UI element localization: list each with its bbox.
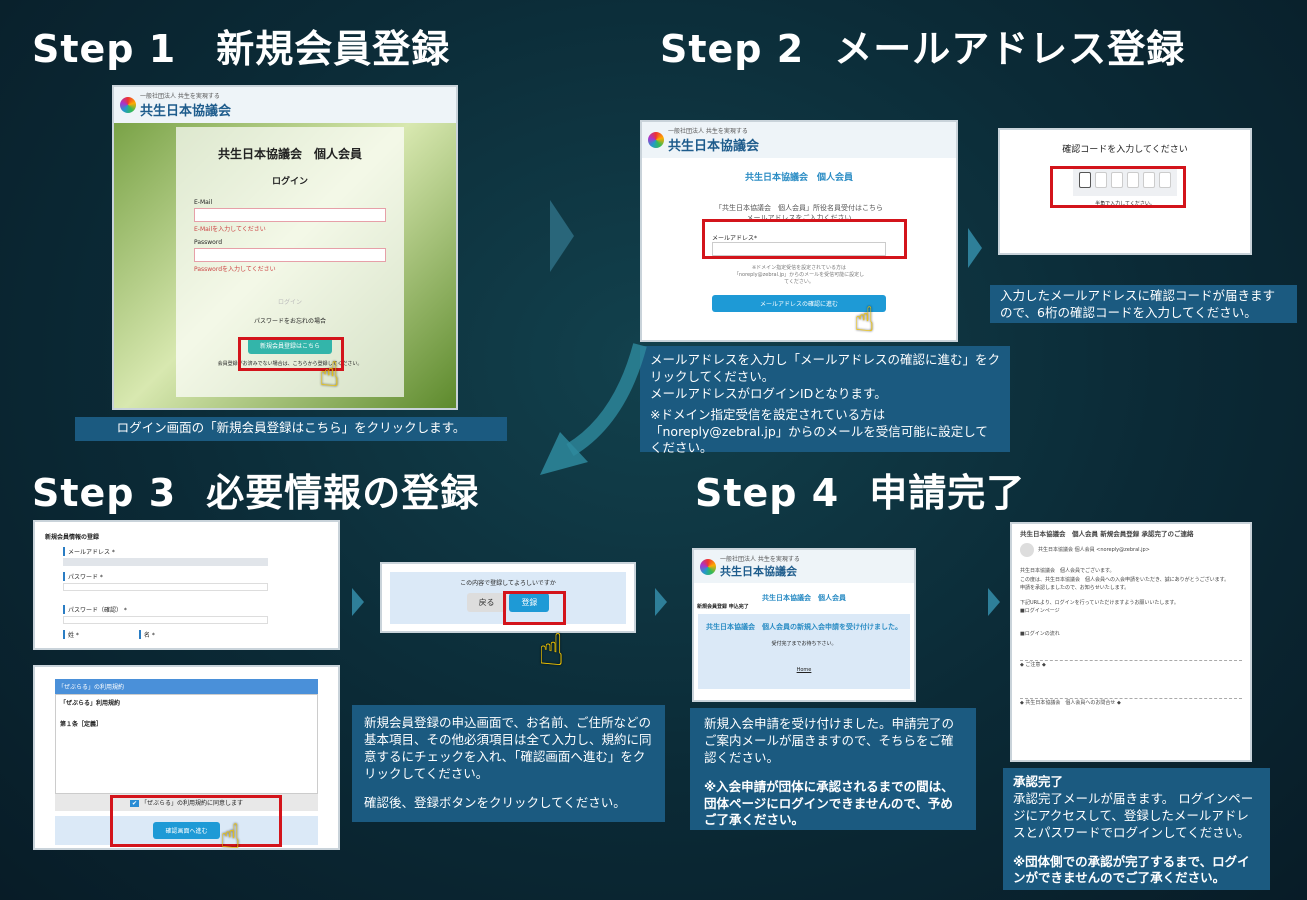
brand-logo: 一般社団法人 共生を実現する共生日本協議会 [642,122,956,158]
checkbox-checked-icon: ✔ [130,800,140,807]
mail-line: ◆ 共生日本協議会 個人会員へのお問合せ ◆ [1020,697,1242,708]
brand-logo: 一般社団法人 共生を実現する共生日本協議会 [694,550,914,583]
password-error: Passwordを入力してください [194,266,276,273]
login-heading: ログイン [271,177,308,187]
step4b-caption: 承認完了 承認完了メールが届きます。 ログインページにアクセスして、登録したメー… [1003,768,1270,890]
email-label: E-Mail [194,199,213,206]
registration-form-screenshot: 新規会員情報の登録 メールアドレス * パスワード * パスワード（確認） * … [33,520,340,650]
last-name-label: 姓 * [63,630,79,639]
completion-sub: 受付完了までお待ち下さい。 [771,641,837,647]
terms-screenshot: 「ぜぶらる」の利用規約 「ぜぶらる」利用規約 第１条［定義］ ✔ 「ぜぶらる」の… [33,665,340,850]
step2b-caption: 入力したメールアドレスに確認コードが届きますので、6桁の確認コードを入力してくだ… [990,285,1297,323]
otp-screenshot: 確認コードを入力してください 半角で入力してください。 [998,128,1252,255]
email-label: メールアドレス* [712,235,758,242]
field-label: パスワード（確認） * [63,605,328,614]
site-title: 共生日本協議会 個人会員 [217,147,362,161]
mail-line: ◆ ご注意 ◆ [1020,660,1242,670]
mail-subject: 共生日本協議会 個人会員 新規会員登録 承認完了のご連絡 [1020,530,1194,538]
login-panel: 共生日本協議会 個人会員 ログイン E-Mail E-Mailを入力してください… [176,127,404,397]
step2-caption: メールアドレスを入力し「メールアドレスの確認に進む」をクリックしてください。メー… [640,346,1010,455]
brand-logo: 一般社団法人 共生を実現する共生日本協議会 [114,87,456,123]
arrow-right-icon [352,588,364,616]
otp-hint: 半角で入力してください。 [1095,201,1155,207]
back-button[interactable]: 戻る [466,593,507,612]
confirm-question: この内容で登録してよろしいですか [460,580,556,587]
email-error: E-Mailを入力してください [194,226,266,233]
pointer-hand-icon: ☝ [319,355,340,395]
login-button[interactable]: ログイン [277,299,302,306]
email-input[interactable] [712,242,886,256]
arrow-right-icon [655,588,667,616]
mail-line: ■ログインページ [1020,608,1060,615]
home-link[interactable]: Home [796,667,812,673]
login-screenshot: 一般社団法人 共生を実現する共生日本協議会 共生日本協議会 個人会員 ログイン … [112,85,458,410]
step3-caption: 新規会員登録の申込画面で、お名前、ご住所などの基本項目、その他必須項目は全て入力… [352,705,665,822]
completion-screenshot: 一般社団法人 共生を実現する共生日本協議会 共生日本協議会 個人会員 新規会員登… [692,548,916,702]
terms-header: 「ぜぶらる」の利用規約 [55,679,318,694]
email-entry-screenshot: 一般社団法人 共生を実現する共生日本協議会 共生日本協議会 個人会員 「共生日本… [640,120,958,342]
mail-line: ■ログインの流れ [1020,630,1060,637]
password-field[interactable] [63,583,268,591]
password-confirm-field[interactable] [63,616,268,624]
site-title: 共生日本協議会 個人会員 [762,594,846,602]
logo-icon [648,132,664,148]
mail-from: 共生日本協議会 個人会員 <noreply@zebral.jp> [1038,546,1150,553]
site-title: 共生日本協議会 個人会員 [744,173,853,183]
otp-heading: 確認コードを入力してください [1062,145,1188,155]
step4-caption: 新規入会申請を受け付けました。申請完了のご案内メールが届きますので、そちらをご確… [690,708,976,830]
arrow-right-icon [550,200,574,272]
form-section-title: 新規会員情報の登録 [45,534,100,541]
highlight-box [503,591,566,625]
mail-line: 申請を承認しましたので、お知らせいたします。 [1020,585,1130,592]
completion-message: 共生日本協議会 個人会員の新規入会申請を受け付けました。 [706,623,902,631]
arrow-right-icon [968,228,982,268]
avatar-icon [1020,543,1034,558]
register-confirm-button[interactable]: 登録 [509,593,550,612]
arrow-right-icon [988,588,1000,616]
mail-line: この度は、共生日本協議会 個人会員への入会申請をいただき、誠にありがとうございま… [1020,576,1230,583]
forgot-password-link[interactable]: パスワードをお忘れの場合 [253,318,326,325]
field-label: パスワード * [63,572,328,581]
domain-notice: ※ドメイン指定受信を設定されている方は「noreply@zebral.jp」から… [733,265,865,285]
logo-icon [700,558,716,575]
mail-line: 下記URLより、ログインを行っていただけますようお願いいたします。 [1020,599,1179,606]
highlight-box [238,337,344,371]
approval-email-screenshot: 共生日本協議会 個人会員 新規会員登録 承認完了のご連絡 共生日本協議会 個人会… [1010,522,1252,762]
confirm-email-button[interactable]: メールアドレスの確認に進む [712,295,886,312]
register-button[interactable]: 新規会員登録はこちら [247,337,332,354]
field-label: メールアドレス * [63,547,328,556]
logo-icon [120,97,136,113]
pointer-hand-icon: ☝ [854,300,875,340]
agree-checkbox[interactable]: ✔ 「ぜぶらる」の利用規約に同意します [55,794,318,811]
password-input[interactable] [194,248,386,262]
highlight-box [1050,166,1186,208]
intro-text: 「共生日本協議会 個人会員」所役名員受付はこちら [715,204,883,212]
next-confirm-button[interactable]: 確認画面へ進む [153,822,220,839]
terms-scroll-area[interactable]: 「ぜぶらる」利用規約 第１条［定義］ [55,694,318,794]
register-note: 会員登録がお済みでない場合は、こちらから登録してください。 [217,361,363,367]
curved-arrow-icon [540,343,647,475]
otp-input[interactable] [1073,167,1177,196]
email-field[interactable] [63,558,268,566]
password-label: Password [194,239,223,246]
step1-caption: ログイン画面の「新規会員登録はこちら」をクリックします。 [75,417,507,441]
confirm-screenshot: この内容で登録してよろしいですか 戻る 登録 [380,562,636,633]
highlight-box [110,795,282,847]
first-name-label: 名 * [138,630,155,639]
page-label: 新規会員登録 申込完了 [697,604,749,610]
mail-line: 共生日本協議会 個人会員でございます。 [1020,568,1115,575]
highlight-box [702,219,907,259]
pointer-hand-icon: ☝ [220,817,241,850]
intro-text-2: メールアドレスをご入力ください [746,214,852,222]
email-input[interactable] [194,208,386,222]
pointer-hand-icon: ☝ [538,625,565,676]
